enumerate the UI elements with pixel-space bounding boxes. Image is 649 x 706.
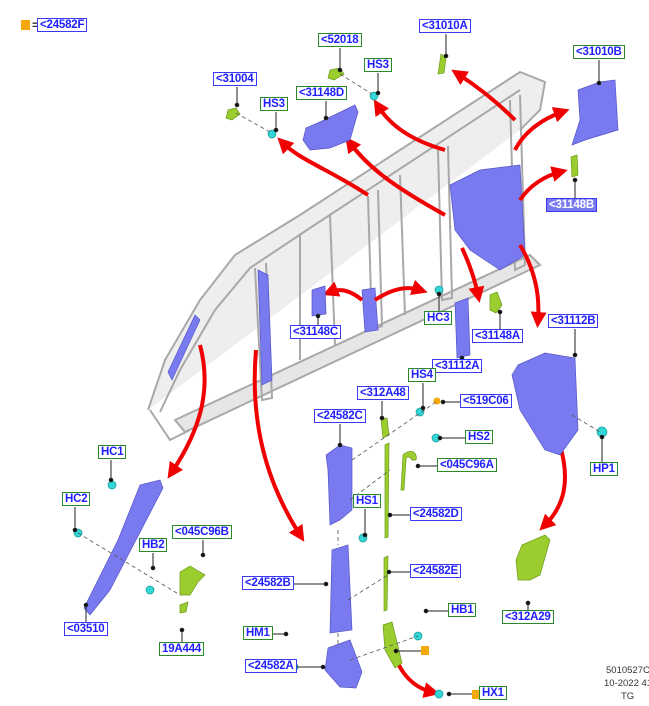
part-31004 [225,107,241,121]
installed-trim [167,164,526,386]
label-31010A[interactable]: <31010A [419,19,471,33]
label-hs2[interactable]: HS2 [465,430,493,444]
label-hc2[interactable]: HC2 [62,492,91,506]
label-31010B[interactable]: <31010B [573,45,625,59]
part-31148C [311,285,327,317]
part-03510 [83,479,164,616]
part-312A48 [380,417,390,439]
part-24582C [325,444,353,526]
fastener-hc1 [107,480,117,490]
label-24582F[interactable]: <24582F [37,18,88,32]
label-hx1[interactable]: HX1 [479,686,507,700]
legend-marker-24582F-hx1 [472,690,479,699]
label-045C96A[interactable]: <045C96A [437,458,497,472]
label-hm1[interactable]: HM1 [243,626,273,640]
label-03510[interactable]: <03510 [64,622,108,636]
label-312A29[interactable]: <312A29 [502,610,554,624]
part-312A29 [515,534,551,581]
vehicle-body-side-frame [147,70,547,442]
label-31148C[interactable]: <31148C [290,325,341,339]
label-24582A[interactable]: <24582A [245,659,297,673]
leader-lines [72,34,605,697]
label-19A444[interactable]: 19A444 [159,642,205,656]
part-31148B [570,154,579,178]
label-31148A[interactable]: <31148A [472,329,523,343]
label-hs3-left[interactable]: HS3 [260,97,288,111]
label-31004[interactable]: <31004 [213,72,257,86]
part-19A444 [179,601,189,614]
label-24582E[interactable]: <24582E [410,564,461,578]
part-31112A [454,297,471,359]
label-312A48[interactable]: <312A48 [357,386,409,400]
label-24582B[interactable]: <24582B [242,576,294,590]
label-hs1[interactable]: HS1 [353,494,381,508]
part-24582D [384,442,390,539]
label-hc1[interactable]: HC1 [98,445,127,459]
legend-orange-square-icon [21,20,30,30]
part-045C96A [400,451,417,491]
fastener-hb2 [145,585,155,595]
label-519C06[interactable]: <519C06 [460,394,512,408]
label-hc3[interactable]: HC3 [424,311,453,325]
part-045C96B [179,565,206,596]
label-hb2[interactable]: HB2 [139,538,168,552]
legend-equals: = [32,18,40,32]
part-24582E [383,555,389,612]
label-31112B[interactable]: <31112B [548,314,599,328]
legend-marker-24582F [421,646,429,655]
diagram-code: 5010527C [606,665,649,676]
label-52018[interactable]: <52018 [318,33,362,47]
part-31148D [302,104,359,151]
label-hs4[interactable]: HS4 [408,368,436,382]
label-hs3-top[interactable]: HS3 [364,58,392,72]
part-31010B [571,79,619,146]
label-24582D[interactable]: <24582D [410,507,462,521]
fastener-hx1 [434,689,444,699]
label-hb1[interactable]: HB1 [448,603,477,617]
part-31148A [489,291,503,314]
label-24582C[interactable]: <24582C [314,409,366,423]
label-045C96B[interactable]: <045C96B [172,525,232,539]
label-31148B[interactable]: <31148B [546,198,597,212]
part-24582A [324,639,363,689]
label-31112A[interactable]: <31112A [432,359,483,373]
diagram-date: 10-2022 41 [604,678,649,689]
part-24582B [329,544,353,634]
part-31112B [511,352,579,456]
diagram-tag: TG [621,691,635,702]
removal-arrows [167,69,570,698]
label-hp1[interactable]: HP1 [590,462,618,476]
label-31148D[interactable]: <31148D [296,86,347,100]
